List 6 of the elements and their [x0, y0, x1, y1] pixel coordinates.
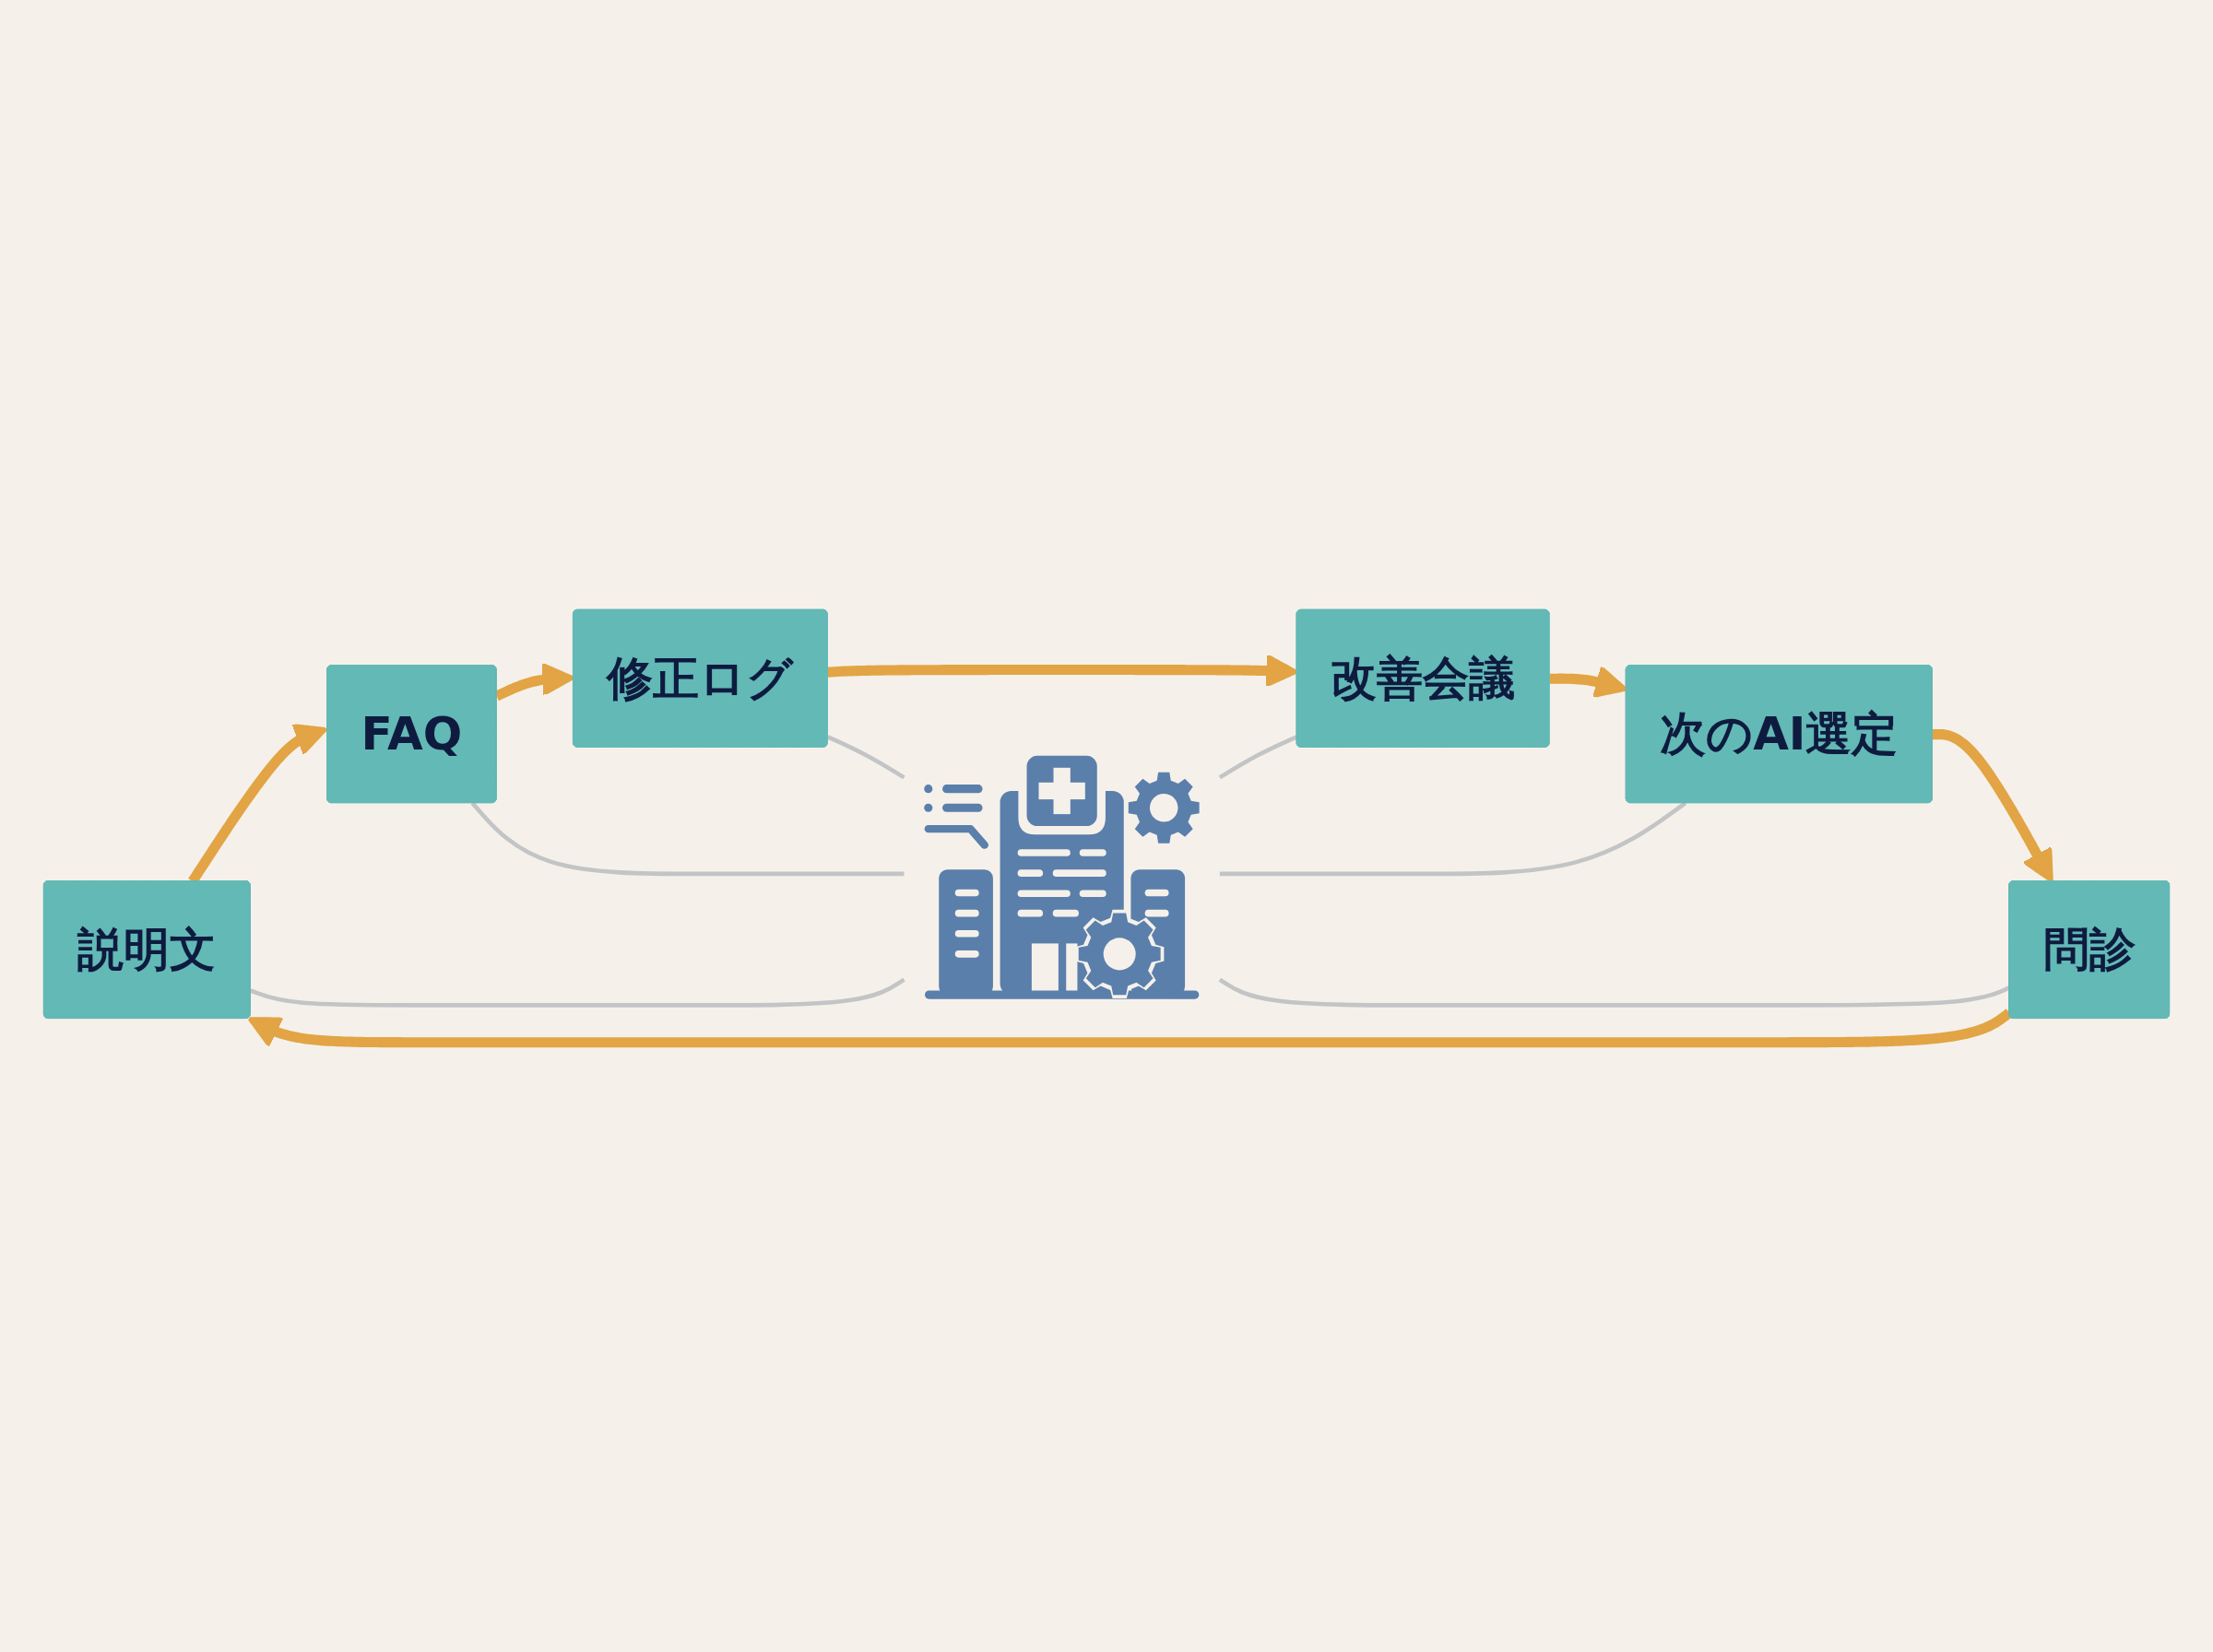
connector	[249, 977, 905, 1008]
connector	[826, 735, 905, 780]
connector	[1218, 735, 1298, 780]
connector	[470, 801, 905, 877]
connector	[1219, 801, 1687, 877]
arrow	[247, 1009, 2013, 1048]
